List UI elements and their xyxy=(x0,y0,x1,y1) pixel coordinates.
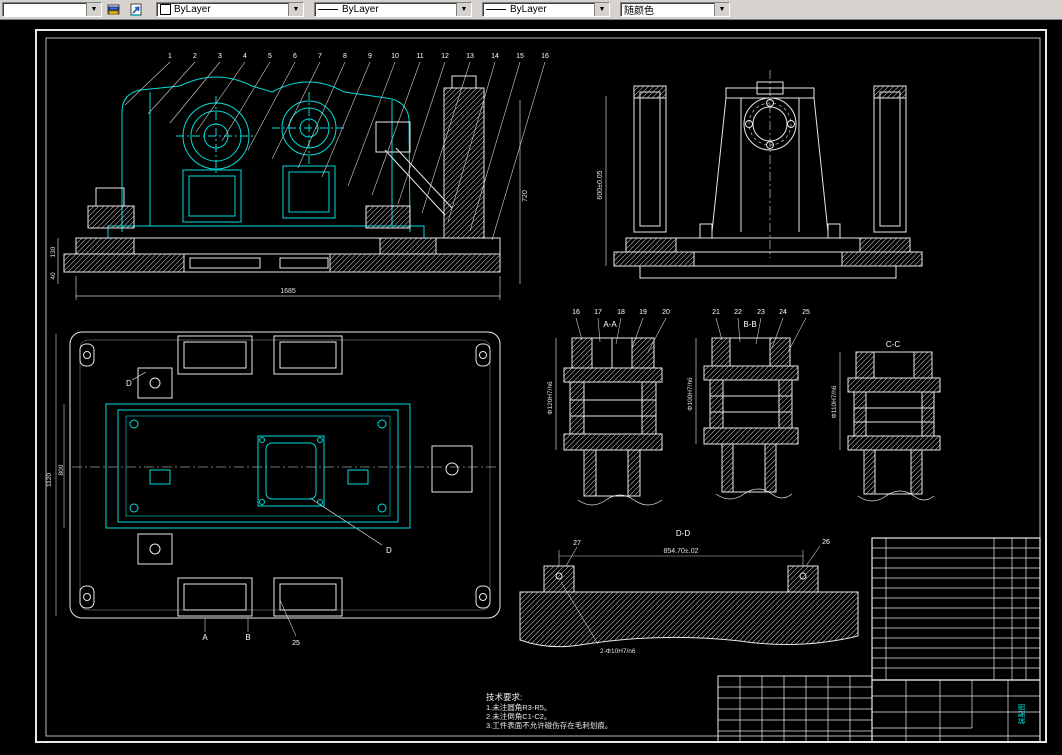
svg-text:15: 15 xyxy=(516,53,524,60)
svg-text:23: 23 xyxy=(757,309,765,316)
svg-text:16: 16 xyxy=(541,53,549,60)
dim-front-height: 720 xyxy=(522,190,529,202)
side-view: 600±0.05 xyxy=(597,70,923,279)
title-block: 装配图 xyxy=(871,679,1041,743)
svg-text:12: 12 xyxy=(441,53,449,60)
lineweight-combo-value: ByLayer xyxy=(510,4,547,15)
cut-letter-a: A xyxy=(202,633,208,642)
linetype-combo[interactable]: ByLayer ▼ xyxy=(314,2,472,17)
bylayer-color-swatch-icon xyxy=(160,4,171,15)
lineweight-combo[interactable]: ByLayer ▼ xyxy=(482,2,610,17)
section-label-aa: A-A xyxy=(603,320,617,329)
dd-callout-27: 27 xyxy=(573,540,581,547)
section-label-bb: B-B xyxy=(743,320,756,329)
make-layer-current-button[interactable] xyxy=(104,1,124,18)
svg-text:8: 8 xyxy=(343,53,347,60)
svg-text:20: 20 xyxy=(662,309,670,316)
notes-item: 1.未注圆角R3-R5。 xyxy=(486,703,552,712)
chevron-down-icon[interactable]: ▼ xyxy=(594,3,609,16)
assembly-drawing: 1685 720 130 40 1 2 3 4 5 6 xyxy=(35,29,1047,743)
linetype-combo-value: ByLayer xyxy=(342,4,379,15)
svg-text:22: 22 xyxy=(734,309,742,316)
svg-text:19: 19 xyxy=(639,309,647,316)
dim-front-left-upper: 130 xyxy=(50,246,57,257)
notes-item: 2.未注倒角C1-C2。 xyxy=(486,712,552,721)
svg-text:17: 17 xyxy=(594,309,602,316)
dim-front-left-lower: 40 xyxy=(50,272,57,280)
cut-letter-b: B xyxy=(245,633,250,642)
layers-icon xyxy=(107,4,120,14)
svg-text:16: 16 xyxy=(572,309,580,316)
parts-list xyxy=(871,537,1041,681)
color-combo[interactable]: ByLayer ▼ xyxy=(156,2,304,17)
svg-text:10: 10 xyxy=(391,53,399,60)
linetype-sample-icon xyxy=(318,9,338,10)
sheet-border xyxy=(35,29,1047,743)
chevron-down-icon[interactable]: ▼ xyxy=(714,3,729,16)
svg-text:4: 4 xyxy=(243,53,247,60)
svg-text:21: 21 xyxy=(712,309,720,316)
svg-text:11: 11 xyxy=(416,53,423,60)
svg-text:24: 24 xyxy=(779,309,787,316)
lineweight-sample-icon xyxy=(486,9,506,10)
plotstyle-combo-value: 随颜色 xyxy=(624,6,654,17)
svg-text:13: 13 xyxy=(466,53,474,60)
front-view-callout-leaders xyxy=(124,61,546,241)
svg-text:2: 2 xyxy=(193,53,197,60)
plan-callout-25: 25 xyxy=(292,640,300,647)
notes-title: 技术要求: xyxy=(486,692,523,702)
section-label-dd: D-D xyxy=(676,529,690,538)
svg-text:7: 7 xyxy=(318,53,322,60)
section-bb: 21 22 23 24 25 B-B xyxy=(687,309,810,500)
chevron-down-icon[interactable]: ▼ xyxy=(288,3,303,16)
plan-view: D D A B 25 1120 800 xyxy=(46,331,501,647)
section-label-cc: C-C xyxy=(886,340,900,349)
front-view-dimensions xyxy=(57,100,521,300)
dim-dd-holes: 2-Φ10H7/n6 xyxy=(600,648,636,655)
color-combo-value: ByLayer xyxy=(174,4,211,15)
dim-front-width: 1685 xyxy=(280,288,296,295)
front-view: 1685 720 130 40 1 2 3 4 5 6 xyxy=(50,53,549,300)
section-aa: 16 17 18 19 20 A-A xyxy=(547,309,670,506)
chevron-down-icon[interactable]: ▼ xyxy=(86,3,101,16)
plotstyle-combo[interactable]: 随颜色 ▼ xyxy=(620,2,730,17)
front-view-callouts: 1 2 3 4 5 6 7 8 9 10 11 12 13 14 15 16 xyxy=(168,53,549,60)
notes-item: 3.工件表面不允许碰伤存在毛刺划痕。 xyxy=(486,721,613,730)
svg-text:18: 18 xyxy=(617,309,625,316)
svg-text:6: 6 xyxy=(293,53,297,60)
dim-cc-bore: Φ110H7/h6 xyxy=(831,385,838,418)
svg-text:1: 1 xyxy=(168,53,172,60)
drawing-title: 装配图 xyxy=(1017,704,1026,725)
svg-text:14: 14 xyxy=(491,53,499,60)
section-cc: C-C Φ110H7/h6 xyxy=(831,340,941,502)
svg-text:3: 3 xyxy=(218,53,222,60)
svg-text:25: 25 xyxy=(802,309,810,316)
svg-text:5: 5 xyxy=(268,53,272,60)
cut-letter-d-top: D xyxy=(126,379,132,388)
dim-plan-outer: 1120 xyxy=(46,473,53,487)
layer-arrows-icon xyxy=(130,3,142,16)
model-space-canvas[interactable]: 1685 720 130 40 1 2 3 4 5 6 xyxy=(0,19,1062,755)
dim-side-height: 600±0.05 xyxy=(597,170,604,199)
object-properties-toolbar: ▼ ByLayer ▼ ByLayer ▼ xyxy=(0,0,1062,20)
dim-dd-length: 854.70±.02 xyxy=(664,548,699,555)
technical-requirements: 技术要求: 1.未注圆角R3-R5。 2.未注倒角C1-C2。 3.工件表面不允… xyxy=(486,692,613,731)
dim-aa-bore: Φ120H7/h6 xyxy=(547,381,554,415)
revision-block xyxy=(717,675,873,743)
chevron-down-icon[interactable]: ▼ xyxy=(456,3,471,16)
layer-previous-button[interactable] xyxy=(126,1,146,18)
section-dd: D-D 854.70±.02 27 26 2-Φ10H7/n6 xyxy=(519,529,859,655)
layer-combo[interactable]: ▼ xyxy=(2,2,102,17)
cut-letter-d-bottom: D xyxy=(386,546,392,555)
dim-plan-inner: 800 xyxy=(58,464,65,475)
svg-text:9: 9 xyxy=(368,53,372,60)
dd-callout-26: 26 xyxy=(822,539,830,546)
dim-bb-bore: Φ100H7/h6 xyxy=(687,377,694,411)
